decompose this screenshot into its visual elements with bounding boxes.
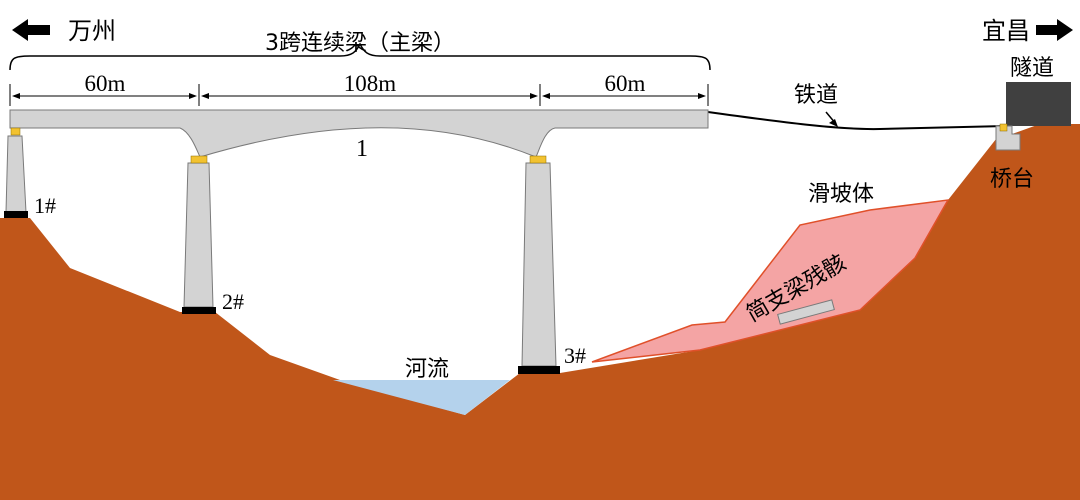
pier-2	[183, 162, 214, 308]
span-label-1: 60m	[85, 71, 126, 96]
abutment-label: 桥台	[990, 167, 1034, 192]
arrow-left-icon	[12, 19, 50, 41]
girder-title: 3跨连续梁（主梁）	[265, 31, 455, 56]
span-label-2: 108m	[344, 71, 397, 96]
tunnel-label: 隧道	[1010, 56, 1054, 81]
bearing-pier-2	[190, 155, 208, 164]
tunnel-portal	[1006, 82, 1071, 126]
direction-left-label: 万州	[68, 17, 116, 45]
arrow-right-icon	[1036, 19, 1073, 41]
landslide-body	[591, 199, 950, 363]
pier-3-label: 3#	[564, 343, 586, 368]
railway-label: 铁道	[794, 83, 838, 108]
main-girder-brace	[9, 42, 711, 71]
bridge-abutment	[995, 125, 1021, 151]
span-dimension-lines	[9, 84, 709, 106]
pier-1-label: 1#	[34, 193, 56, 218]
span-label-3: 60m	[605, 71, 646, 96]
railway-line	[707, 111, 1007, 131]
bearing-pier-1	[10, 127, 21, 136]
bearing-pier-3	[529, 155, 547, 164]
pier-2-foundation	[182, 307, 216, 314]
continuous-girder	[9, 109, 709, 158]
landslide-label: 滑坡体	[808, 182, 874, 207]
pier-1	[5, 135, 27, 213]
river-label: 河流	[405, 357, 449, 382]
abutment-bearing	[999, 123, 1008, 132]
pier-1-foundation	[4, 211, 28, 218]
pier-3-foundation	[518, 366, 560, 374]
river	[333, 380, 510, 415]
direction-right-label: 宜昌	[982, 17, 1030, 45]
beam-debris	[777, 299, 835, 325]
pier-2-label: 2#	[222, 289, 244, 314]
ground-terrain	[0, 124, 1080, 500]
girder-label: 1	[356, 136, 368, 162]
pier-3	[521, 162, 557, 367]
